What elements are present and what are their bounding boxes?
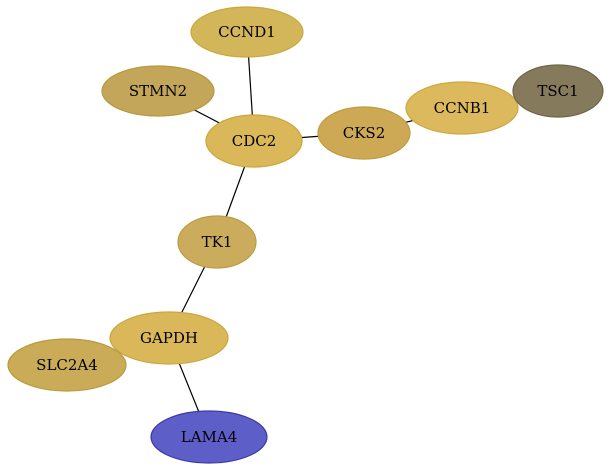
node-label-slc2a4: SLC2A4 [36,356,98,374]
node-shape-stmn2 [101,65,215,117]
node-shape-cks2 [317,106,411,160]
node-cks2[interactable]: CKS2 [317,106,411,160]
node-label-cdc2: CDC2 [232,132,277,150]
node-cdc2[interactable]: CDC2 [205,114,303,168]
node-tk1[interactable]: TK1 [177,215,257,269]
node-label-ccnb1: CCNB1 [434,99,491,117]
node-shape-slc2a4 [7,338,127,392]
node-label-lama4: LAMA4 [181,428,238,446]
node-lama4[interactable]: LAMA4 [150,410,268,464]
node-label-tk1: TK1 [202,233,233,251]
node-shape-cdc2 [205,114,303,168]
node-shape-gapdh [109,311,229,365]
node-shape-ccnd1 [190,6,304,58]
node-shape-tsc1 [512,64,604,118]
node-stmn2[interactable]: STMN2 [101,65,215,117]
node-gapdh[interactable]: GAPDH [109,311,229,365]
node-ccnb1[interactable]: CCNB1 [405,81,519,135]
node-shape-ccnb1 [405,81,519,135]
node-shape-lama4 [150,410,268,464]
node-label-ccnd1: CCND1 [218,23,276,41]
node-shape-tk1 [177,215,257,269]
node-label-tsc1: TSC1 [537,82,578,100]
node-label-cks2: CKS2 [343,124,386,142]
node-tsc1[interactable]: TSC1 [512,64,604,118]
node-label-gapdh: GAPDH [140,329,198,347]
node-label-stmn2: STMN2 [129,82,187,100]
node-slc2a4[interactable]: SLC2A4 [7,338,127,392]
node-ccnd1[interactable]: CCND1 [190,6,304,58]
